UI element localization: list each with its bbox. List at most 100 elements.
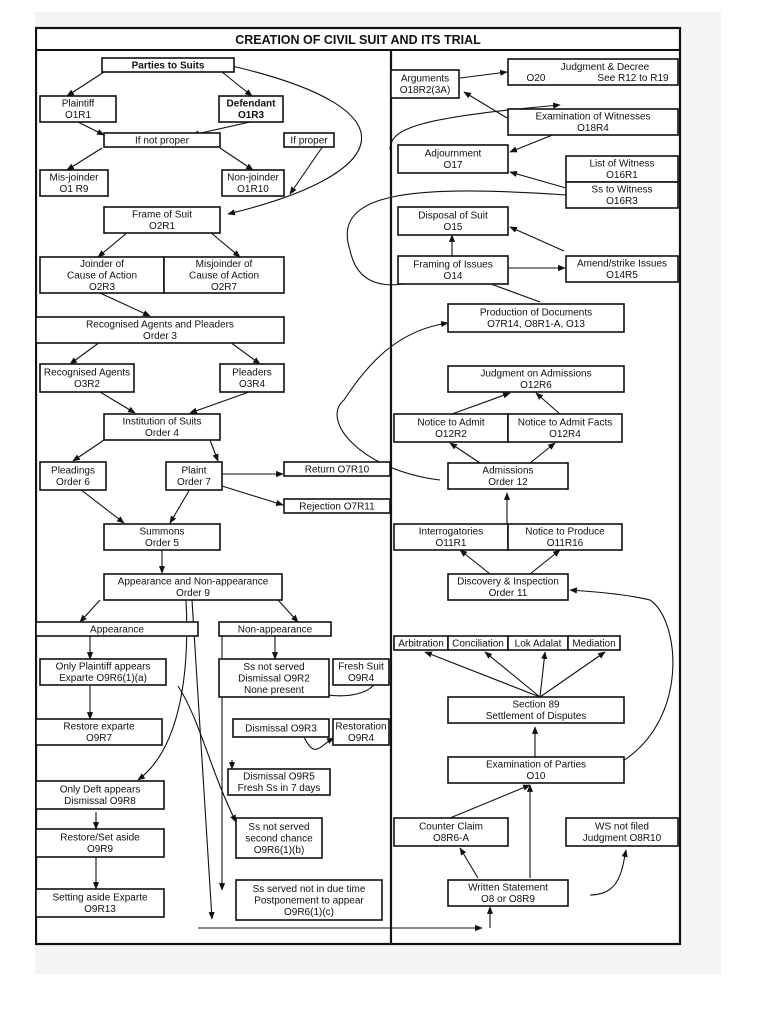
box-label: O9R4 [348, 733, 375, 744]
box-label: Lok Adalat [515, 638, 562, 649]
box-label: Cause of Action [189, 270, 259, 281]
box-label: O11R1 [436, 538, 467, 549]
box-label: O12R6 [520, 380, 552, 391]
box-label: Non-joinder [227, 173, 279, 184]
box-label: O17 [444, 160, 463, 171]
box-label: O12R4 [549, 429, 581, 440]
box-label: O1R1 [65, 110, 92, 121]
box-label: O15 [444, 222, 463, 233]
box-appearance: Appearance [35, 621, 199, 637]
box-label: Setting aside Exparte [52, 893, 147, 904]
box-label: Adjournment [425, 149, 482, 160]
box-label: O14R5 [606, 270, 638, 281]
box-label: Return O7R10 [305, 464, 370, 475]
box-frame [283, 132, 335, 148]
connectors [66, 65, 674, 932]
box-label: Restore exparte [63, 722, 135, 733]
box-label: List of Witness [589, 159, 654, 170]
box-label: Parties to Suits [132, 60, 205, 71]
box-frame [35, 888, 165, 918]
box-label: O3R4 [239, 379, 266, 390]
box-label: Non-appearance [238, 624, 313, 635]
box-label: O9R7 [86, 733, 113, 744]
box-frame [39, 95, 117, 123]
box-label: Only Deft appears [60, 785, 141, 796]
box-frame [103, 523, 221, 551]
box-frame [163, 256, 285, 294]
box-label: Order 3 [143, 331, 177, 342]
box-label: O9R4 [348, 673, 375, 684]
box-label: O9R13 [84, 904, 116, 915]
box-label: O18R4 [577, 123, 609, 134]
chart-title: CREATION OF CIVIL SUIT AND ITS TRIAL [235, 33, 481, 47]
box-if-not-proper: If not proper [103, 132, 221, 148]
box-frame [35, 316, 285, 344]
box-frame [565, 155, 679, 183]
box-label: O8 or O8R9 [481, 894, 535, 905]
box-frame [35, 718, 163, 746]
box-frame [232, 718, 330, 738]
box-label: O1R3 [238, 110, 265, 121]
box-label: Appearance and Non-appearance [118, 577, 269, 588]
boxes: Parties to SuitsPlaintiffO1R1DefendantO1… [35, 57, 679, 921]
box-label: Notice to Produce [525, 527, 605, 538]
box-label: Recognised Agents and Pleaders [86, 320, 234, 331]
box-label: WS not filed [595, 822, 649, 833]
box-frame [235, 879, 383, 921]
box-lok-adalat: Lok Adalat [507, 635, 569, 651]
box-frame [397, 206, 509, 236]
box-label: O2R3 [89, 282, 116, 293]
box-label: Written Statement [468, 883, 548, 894]
box-frame [507, 58, 679, 86]
box-label: Examination of Witnesses [535, 112, 650, 123]
box-label: O9R6(1)(b) [254, 845, 305, 856]
box-label: Cause of Action [67, 270, 137, 281]
box-label: Production of Documents [480, 308, 592, 319]
box-frame [165, 461, 223, 491]
box-label: O1 R9 [60, 184, 89, 195]
box-frame [39, 363, 135, 393]
box-label: Settlement of Disputes [486, 711, 587, 722]
box-frame [35, 780, 165, 810]
box-label: Dismissal O9R2 [238, 673, 310, 684]
box-label: Interrogatories [419, 527, 483, 538]
box-frame [332, 658, 390, 686]
box-rejection: Rejection O7R11 [283, 498, 391, 514]
box-frame [393, 523, 509, 551]
box-label: O8R6-A [433, 833, 469, 844]
box-frame [447, 756, 625, 784]
box-label: Judgment & Decree [561, 62, 650, 73]
box-label: Restore/Set aside [60, 833, 140, 844]
box-frame [390, 69, 460, 99]
box-label: Counter Claim [419, 822, 483, 833]
box-frame [221, 169, 285, 197]
box-label: O14 [444, 271, 463, 282]
box-label: Order 12 [488, 477, 528, 488]
box-label: Judgment on Admissions [480, 369, 591, 380]
box-label: Order 7 [177, 477, 211, 488]
box-frame [218, 621, 332, 637]
box-frame [103, 132, 221, 148]
